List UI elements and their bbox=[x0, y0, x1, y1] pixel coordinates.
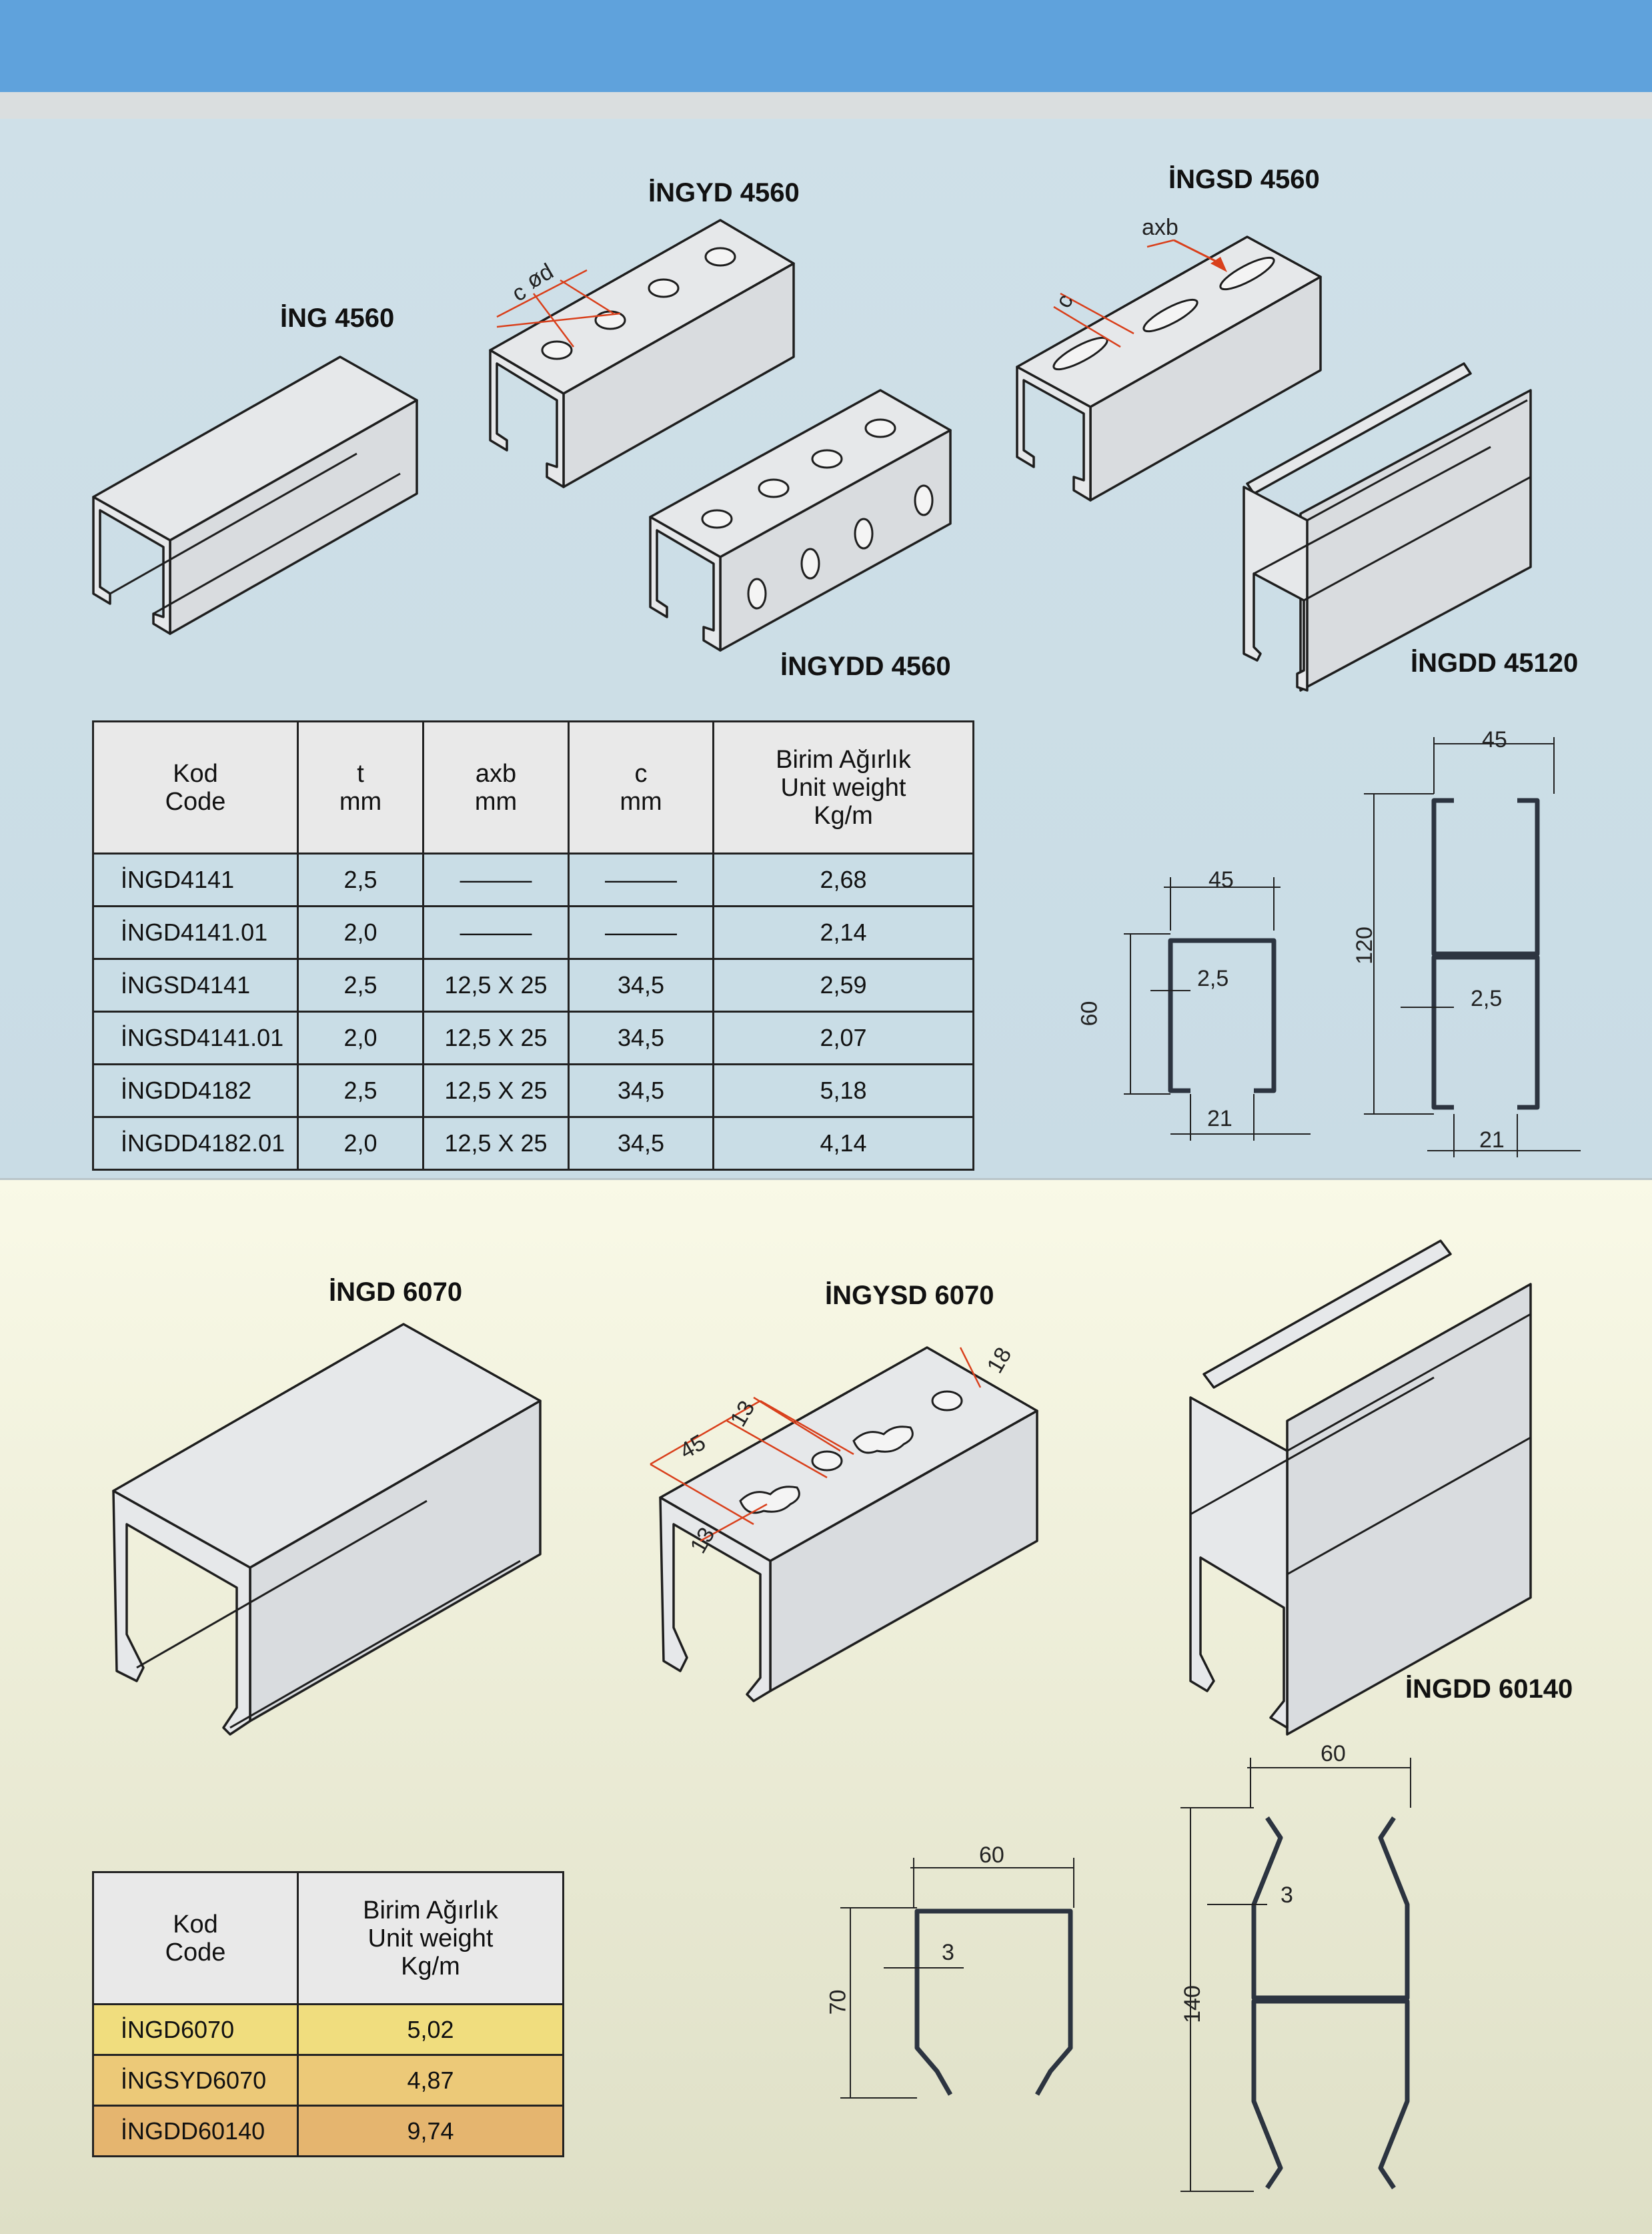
ingdd60140-illustration bbox=[1189, 1239, 1532, 1736]
table-row: İNGDD60140 9,74 bbox=[92, 2105, 564, 2157]
dim-60x140-width: 60 bbox=[1321, 1741, 1346, 1766]
dim-60x70-width: 60 bbox=[979, 1842, 1004, 1868]
ingdd45120-illustration bbox=[1243, 362, 1532, 692]
cell-axb: 12,5 X 25 bbox=[422, 1116, 570, 1171]
ingdd45120-label: İNGDD 45120 bbox=[1411, 648, 1579, 678]
cell-code: İNGSD4141 bbox=[92, 958, 299, 1013]
section-45x60 bbox=[1124, 877, 1311, 1141]
section-60x140 bbox=[1180, 1758, 1411, 2192]
dim-45x120-width: 45 bbox=[1482, 727, 1507, 752]
cell-axb: 12,5 X 25 bbox=[422, 1011, 570, 1065]
cell-code: İNGD4141 bbox=[92, 853, 299, 907]
cell-t: 2,5 bbox=[297, 853, 424, 907]
cell-c: ——— bbox=[568, 905, 714, 960]
dim-45x60-thickness: 2,5 bbox=[1197, 966, 1229, 991]
cell-c: 34,5 bbox=[568, 1011, 714, 1065]
dim-45x120-thickness: 2,5 bbox=[1471, 986, 1503, 1011]
cell-weight: 5,02 bbox=[297, 2003, 564, 2056]
dim-45x120-height: 120 bbox=[1351, 927, 1377, 965]
cell-weight: 5,18 bbox=[712, 1063, 974, 1118]
table-row: İNGSD4141 2,5 12,5 X 25 34,5 2,59 bbox=[92, 958, 974, 1013]
cell-weight: 9,74 bbox=[297, 2105, 564, 2157]
cell-axb: 12,5 X 25 bbox=[422, 1063, 570, 1118]
table-row: İNGSD4141.01 2,0 12,5 X 25 34,5 2,07 bbox=[92, 1011, 974, 1065]
cell-weight: 4,14 bbox=[712, 1116, 974, 1171]
dim-60x140-height: 140 bbox=[1179, 1985, 1205, 2023]
cell-weight: 2,59 bbox=[712, 958, 974, 1013]
header-bar bbox=[0, 0, 1652, 92]
cell-c: 34,5 bbox=[568, 1116, 714, 1171]
table-row: İNGD6070 5,02 bbox=[92, 2003, 564, 2056]
ing4560-label: İNG 4560 bbox=[280, 304, 395, 333]
cell-c: ——— bbox=[568, 853, 714, 907]
ingsd4560-illustration bbox=[1016, 235, 1322, 502]
dim-60x70-height: 70 bbox=[825, 1989, 851, 2015]
dim-60x70-thickness: 3 bbox=[942, 1940, 954, 1965]
table-row: İNGD4141 2,5 ——— ——— 2,68 bbox=[92, 853, 974, 907]
ingdd60140-label: İNGDD 60140 bbox=[1405, 1674, 1573, 1704]
cell-t: 2,0 bbox=[297, 1011, 424, 1065]
cell-code: İNGSD4141.01 bbox=[92, 1011, 299, 1065]
ingydd4560-label: İNGYDD 4560 bbox=[780, 652, 951, 681]
cell-weight: 2,14 bbox=[712, 905, 974, 960]
dim-45x60-opening: 21 bbox=[1207, 1106, 1232, 1131]
cell-weight: 4,87 bbox=[297, 2054, 564, 2107]
ing4560-illustration bbox=[92, 356, 418, 635]
cell-weight: 2,68 bbox=[712, 853, 974, 907]
section-60x70 bbox=[840, 1858, 1074, 2099]
cell-code: İNGD4141.01 bbox=[92, 905, 299, 960]
dim-45x120-opening: 21 bbox=[1479, 1127, 1505, 1153]
cell-t: 2,0 bbox=[297, 905, 424, 960]
ingyd4560-label: İNGYD 4560 bbox=[648, 178, 800, 207]
ingd6070-illustration bbox=[112, 1323, 542, 1736]
dim-45x60-height: 60 bbox=[1076, 1001, 1102, 1027]
ingyd4560-illustration bbox=[489, 219, 795, 488]
ingysd6070-illustration bbox=[650, 1346, 1038, 1702]
table-row: İNGDD4182 2,5 12,5 X 25 34,5 5,18 bbox=[92, 1063, 974, 1118]
ingydd4560-illustration bbox=[649, 389, 952, 652]
cell-t: 2,0 bbox=[297, 1116, 424, 1171]
cell-code: İNGD6070 bbox=[92, 2003, 299, 2056]
cell-weight: 2,07 bbox=[712, 1011, 974, 1065]
section-45x120 bbox=[1364, 737, 1581, 1157]
ingysd6070-label: İNGYSD 6070 bbox=[825, 1281, 994, 1310]
dim-60x140-thickness: 3 bbox=[1281, 1882, 1293, 1908]
ingd6070-label: İNGD 6070 bbox=[329, 1277, 463, 1307]
header-separator bbox=[0, 92, 1652, 119]
cell-code: İNGDD60140 bbox=[92, 2105, 299, 2157]
cell-t: 2,5 bbox=[297, 958, 424, 1013]
cell-axb: 12,5 X 25 bbox=[422, 958, 570, 1013]
table-row: İNGDD4182.01 2,0 12,5 X 25 34,5 4,14 bbox=[92, 1116, 974, 1171]
table-row: İNGD4141.01 2,0 ——— ——— 2,14 bbox=[92, 905, 974, 960]
table-row: İNGSYD6070 4,87 bbox=[92, 2054, 564, 2107]
cell-code: İNGSYD6070 bbox=[92, 2054, 299, 2107]
cell-c: 34,5 bbox=[568, 958, 714, 1013]
cell-axb: ——— bbox=[422, 905, 570, 960]
cell-c: 34,5 bbox=[568, 1063, 714, 1118]
cell-code: İNGDD4182.01 bbox=[92, 1116, 299, 1171]
cell-code: İNGDD4182 bbox=[92, 1063, 299, 1118]
callout-axb: axb bbox=[1142, 215, 1178, 240]
cell-axb: ——— bbox=[422, 853, 570, 907]
dim-45x60-width: 45 bbox=[1208, 867, 1234, 893]
ingsd4560-label: İNGSD 4560 bbox=[1168, 165, 1320, 194]
cell-t: 2,5 bbox=[297, 1063, 424, 1118]
